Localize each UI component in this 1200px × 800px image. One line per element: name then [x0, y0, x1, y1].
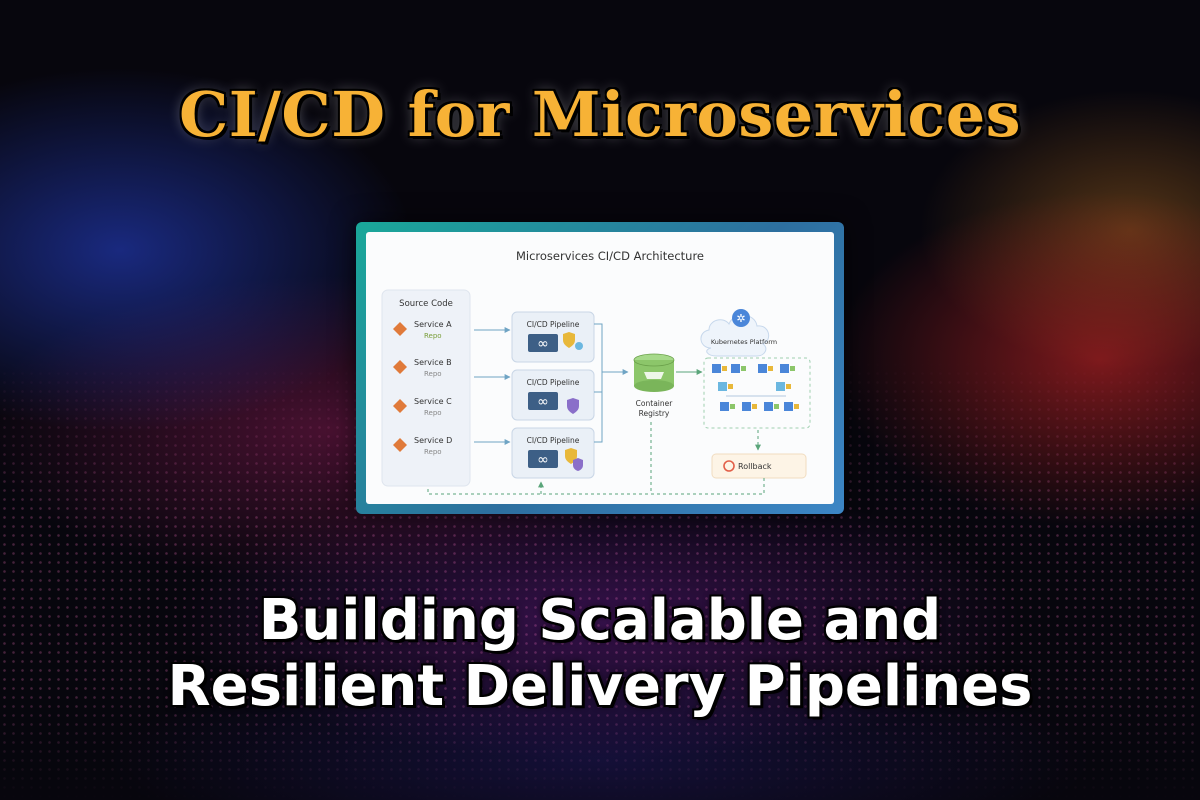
page-title: CI/CD for Microservices — [178, 78, 1022, 151]
pipeline-1-label: CI/CD Pipeline — [527, 320, 580, 329]
infinity-icon: ∞ — [537, 336, 549, 352]
infinity-icon: ∞ — [537, 394, 549, 410]
pipeline-2-label: CI/CD Pipeline — [527, 378, 580, 387]
gear-icon — [575, 342, 583, 350]
service-a: Service A Repo — [393, 320, 452, 340]
source-code-label: Source Code — [399, 299, 453, 309]
registry-label-line2: Registry — [639, 409, 670, 418]
subtitle-line-2: Resilient Delivery Pipelines — [167, 654, 1033, 719]
pipeline-2: CI/CD Pipeline ∞ — [511, 369, 595, 421]
kubernetes-icon — [732, 309, 750, 327]
connector — [594, 323, 603, 372]
service-c-name: Service C — [414, 397, 452, 406]
service-a-name: Service A — [414, 320, 452, 329]
service-b-repo: Repo — [424, 370, 442, 378]
diagram-frame: Microservices CI/CD Architecture Source … — [356, 222, 844, 514]
service-b-name: Service B — [414, 358, 452, 367]
pipeline-3-label: CI/CD Pipeline — [527, 436, 580, 445]
rollback-box: Rollback — [711, 453, 807, 479]
subtitle: Building Scalable and Resilient Delivery… — [0, 588, 1200, 720]
pipeline-3: CI/CD Pipeline ∞ — [511, 427, 595, 479]
container-registry: Container Registry — [633, 353, 675, 418]
service-b: Service B Repo — [393, 358, 452, 378]
rollback-icon — [723, 460, 735, 472]
registry-label-line1: Container — [636, 399, 674, 408]
helm-glyph: ✲ — [736, 312, 745, 325]
pods-cluster — [703, 357, 811, 429]
service-a-repo: Repo — [424, 332, 442, 340]
cloud-icon — [700, 314, 770, 357]
connector — [594, 372, 603, 443]
git-icon — [393, 360, 407, 374]
git-icon — [393, 438, 407, 452]
git-icon — [393, 322, 407, 336]
git-icon — [393, 399, 407, 413]
container-icon — [644, 372, 664, 379]
service-d-name: Service D — [414, 436, 452, 445]
service-d-repo: Repo — [424, 448, 442, 456]
architecture-diagram: Microservices CI/CD Architecture Source … — [381, 249, 811, 495]
feedback-loop — [427, 478, 765, 495]
source-code-panel — [381, 289, 471, 487]
diagram-title: Microservices CI/CD Architecture — [516, 249, 704, 263]
shield-icon — [563, 332, 575, 348]
rollback-label: Rollback — [738, 462, 772, 471]
service-d: Service D Repo — [393, 436, 452, 456]
diagram-canvas: Microservices CI/CD Architecture Source … — [366, 232, 834, 504]
service-c-repo: Repo — [424, 409, 442, 417]
pod-grid — [712, 364, 799, 411]
service-c: Service C Repo — [393, 397, 452, 417]
kubernetes-cloud: ✲ Kubernetes Platform — [700, 309, 777, 357]
infinity-icon: ∞ — [537, 452, 549, 468]
platform-label: Kubernetes Platform — [711, 338, 777, 346]
subtitle-line-1: Building Scalable and — [258, 588, 942, 653]
pipeline-1: CI/CD Pipeline ∞ — [511, 311, 595, 363]
shield-icon — [573, 458, 583, 471]
shield-icon — [567, 398, 579, 414]
